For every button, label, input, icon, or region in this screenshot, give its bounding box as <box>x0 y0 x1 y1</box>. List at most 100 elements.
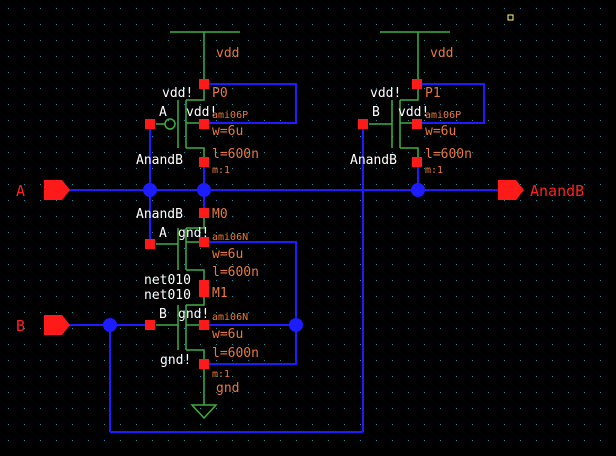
grid-dot <box>472 312 473 313</box>
grid-dot <box>552 408 553 409</box>
grid-dot <box>24 56 25 57</box>
grid-dot <box>472 168 473 169</box>
grid-dot <box>280 72 281 73</box>
grid-dot <box>488 104 489 105</box>
grid-dot <box>536 248 537 249</box>
wire-p1-bulk <box>416 83 485 124</box>
grid-dot <box>280 408 281 409</box>
grid-dot <box>200 72 201 73</box>
grid-dot <box>600 232 601 233</box>
grid-dot <box>360 264 361 265</box>
grid-dot <box>520 248 521 249</box>
pin-out-arrow[interactable] <box>498 180 524 200</box>
grid-dot <box>248 136 249 137</box>
grid-dot <box>568 88 569 89</box>
grid-dot <box>264 328 265 329</box>
grid-dot <box>8 232 9 233</box>
grid-dot <box>536 424 537 425</box>
grid-dot <box>168 328 169 329</box>
grid-dot <box>72 136 73 137</box>
grid-dot <box>536 72 537 73</box>
grid-dot <box>392 88 393 89</box>
grid-dot <box>472 200 473 201</box>
grid-dot <box>152 136 153 137</box>
grid-dot <box>408 24 409 25</box>
grid-dot <box>168 136 169 137</box>
grid-dot <box>520 88 521 89</box>
grid-dot <box>40 104 41 105</box>
grid-dot <box>200 200 201 201</box>
grid-dot <box>56 312 57 313</box>
grid-dot <box>520 360 521 361</box>
grid-dot <box>168 232 169 233</box>
grid-dot <box>584 8 585 9</box>
grid-dot <box>168 8 169 9</box>
grid-dot <box>536 184 537 185</box>
grid-dot <box>600 200 601 201</box>
grid-dot <box>408 168 409 169</box>
grid-dot <box>120 248 121 249</box>
grid-dot <box>248 264 249 265</box>
grid-dot <box>24 136 25 137</box>
grid-dot <box>408 296 409 297</box>
grid-dot <box>56 200 57 201</box>
grid-dot <box>520 296 521 297</box>
grid-dot <box>584 232 585 233</box>
grid-dot <box>376 296 377 297</box>
grid-dot <box>360 104 361 105</box>
grid-dot <box>184 264 185 265</box>
grid-dot <box>280 344 281 345</box>
grid-dot <box>152 24 153 25</box>
grid-dot <box>8 248 9 249</box>
pin-a-arrow[interactable] <box>44 180 70 200</box>
grid-dot <box>424 376 425 377</box>
grid-dot <box>88 408 89 409</box>
grid-dot <box>280 136 281 137</box>
grid-dot <box>408 344 409 345</box>
grid-dot <box>392 312 393 313</box>
grid-dot <box>360 296 361 297</box>
grid-dot <box>440 200 441 201</box>
grid-dot <box>360 328 361 329</box>
grid-dot <box>24 184 25 185</box>
grid-dot <box>56 264 57 265</box>
grid-dot <box>216 8 217 9</box>
grid-dot <box>88 56 89 57</box>
grid-dot <box>520 24 521 25</box>
grid-dot <box>472 408 473 409</box>
grid-dot <box>216 408 217 409</box>
grid-dot <box>280 296 281 297</box>
grid-dot <box>504 56 505 57</box>
grid-dot <box>232 280 233 281</box>
grid-dot <box>216 280 217 281</box>
grid-dot <box>408 200 409 201</box>
grid-dot <box>120 216 121 217</box>
grid-dot <box>264 440 265 441</box>
grid-dot <box>280 392 281 393</box>
grid-dot <box>584 72 585 73</box>
grid-dot <box>344 360 345 361</box>
pin-b-arrow[interactable] <box>44 315 70 335</box>
grid-dot <box>24 232 25 233</box>
grid-dot <box>584 248 585 249</box>
grid-dot <box>40 136 41 137</box>
grid-dot <box>280 40 281 41</box>
grid-dot <box>376 392 377 393</box>
grid-dot <box>88 344 89 345</box>
grid-dot <box>536 168 537 169</box>
grid-dot <box>232 248 233 249</box>
grid-dot <box>200 40 201 41</box>
grid-dot <box>376 216 377 217</box>
grid-dot <box>600 56 601 57</box>
grid-dot <box>472 216 473 217</box>
grid-dot <box>56 8 57 9</box>
grid-dot <box>248 360 249 361</box>
grid-dot <box>584 296 585 297</box>
p1-width: w=6u <box>425 124 456 139</box>
grid-dot <box>136 296 137 297</box>
grid-dot <box>440 184 441 185</box>
grid-dot <box>392 200 393 201</box>
grid-dot <box>24 40 25 41</box>
grid-dot <box>24 24 25 25</box>
